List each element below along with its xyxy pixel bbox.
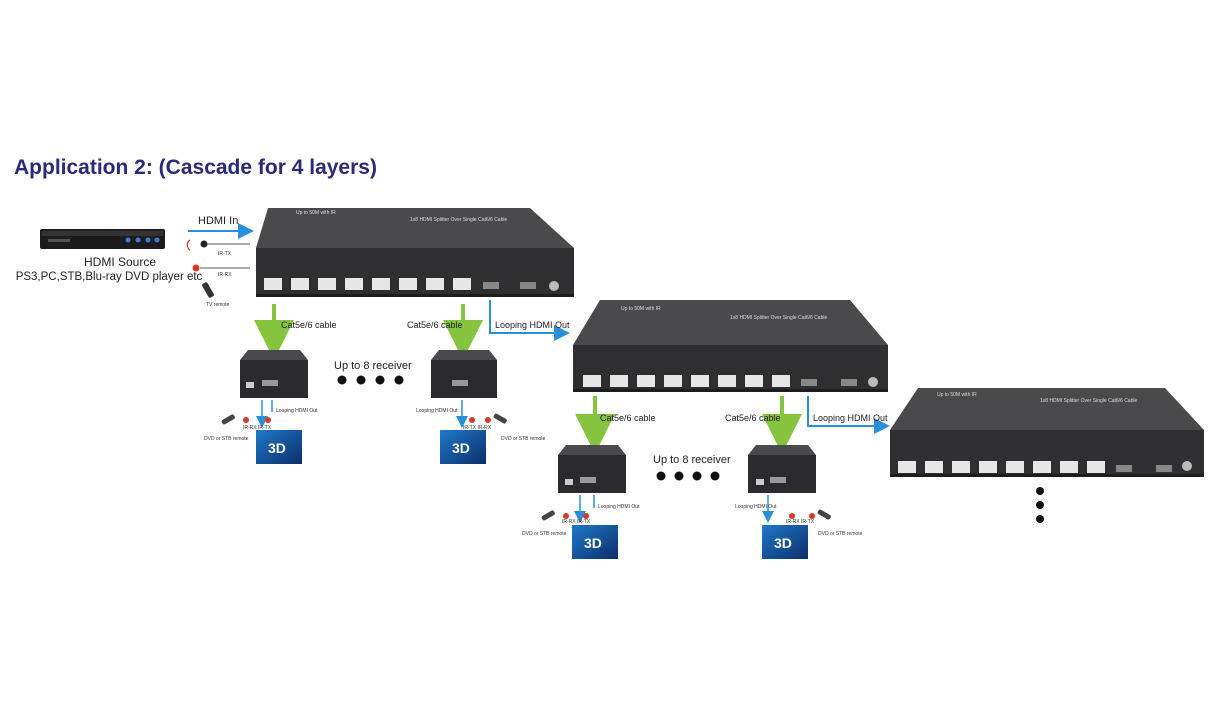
- splitter-1-title: 1x8 HDMI Splitter Over Single Cat6/6 Cab…: [410, 217, 508, 223]
- splitter-3-title: 1x8 HDMI Splitter Over Single Cat6/6 Cab…: [1040, 398, 1138, 404]
- splitter-device-1: [256, 208, 574, 297]
- receiver-device-3: [558, 445, 626, 493]
- cat-cable-label-3: Cat5e/6 cable: [600, 413, 656, 423]
- tv-3d-label-1: 3D: [268, 440, 286, 456]
- ir-rx-tx-label-3: IR-RX IR-TX: [786, 519, 815, 525]
- splitter-2-sub: Up to 50M with IR: [621, 306, 661, 312]
- splitter-3-sub: Up to 50M with IR: [937, 392, 977, 398]
- ir-tx-label: IR-TX: [218, 251, 232, 257]
- splitter-device-2: [573, 300, 888, 392]
- splitter-1-sub: Up to 50M with IR: [296, 210, 336, 216]
- dvd-remote-label-3: DVD or STB remote: [522, 531, 567, 537]
- cat-cable-label-2: Cat5e/6 cable: [407, 320, 463, 330]
- looping-out-small-1: Looping HDMI Out: [276, 408, 318, 414]
- receiver-device-1: [240, 350, 308, 398]
- tv-3d-label-3: 3D: [584, 535, 602, 551]
- looping-out-small-2: Looping HDMI Out: [416, 408, 458, 414]
- dvd-player-icon: [40, 229, 165, 249]
- ir-rx-tx-label-2: IR-RX IR-TX: [562, 519, 591, 525]
- looping-arrows: [489, 300, 890, 434]
- up-to-8-label-1: Up to 8 receiver: [334, 360, 412, 372]
- cat-cable-label-4: Cat5e/6 cable: [725, 413, 781, 423]
- looping-out-label-1: Looping HDMI Out: [495, 320, 570, 330]
- more-receivers-dots: [337, 375, 1044, 523]
- splitter-2-title: 1x8 HDMI Splitter Over Single Cat6/6 Cab…: [730, 315, 828, 321]
- cat-cable-arrows: [254, 304, 802, 454]
- tv-3d-icon: [256, 430, 808, 559]
- splitter-device-3: [890, 388, 1204, 477]
- looping-out-small-4: Looping HDMI Out: [735, 504, 777, 510]
- ir-rx-label: IR-RX: [218, 272, 232, 278]
- looping-out-label-2: Looping HDMI Out: [813, 413, 888, 423]
- cat-cable-label-1: Cat5e/6 cable: [281, 320, 337, 330]
- tv-3d-label-2: 3D: [452, 440, 470, 456]
- dvd-remote-label-1: DVD or STB remote: [204, 436, 249, 442]
- receiver-device-2: [431, 350, 497, 398]
- tv-3d-label-4: 3D: [774, 535, 792, 551]
- dvd-remote-label-4: DVD or STB remote: [818, 531, 863, 537]
- ir-sensor-icon: [186, 239, 250, 272]
- hdmi-source-devices: PS3,PC,STB,Blu-ray DVD player etc: [15, 271, 203, 283]
- hdmi-source-label: HDMI Source: [83, 255, 157, 269]
- ir-tx-rx-label-1: IR-TX IR-RX: [463, 425, 492, 431]
- up-to-8-label-2: Up to 8 receiver: [653, 454, 731, 466]
- remote-icon: [202, 282, 214, 298]
- hdmi-in-label: HDMI In: [198, 215, 239, 227]
- receiver-device-4: [748, 445, 816, 493]
- remote-icon: [221, 413, 831, 521]
- page-title: Application 2: (Cascade for 4 layers): [14, 156, 377, 179]
- looping-out-small-3: Looping HDMI Out: [598, 504, 640, 510]
- tv-remote-label: TV remote: [206, 302, 230, 308]
- ir-rx-tx-label-1: IR-RX IR-TX: [243, 425, 272, 431]
- dvd-remote-label-2: DVD or STB remote: [501, 436, 546, 442]
